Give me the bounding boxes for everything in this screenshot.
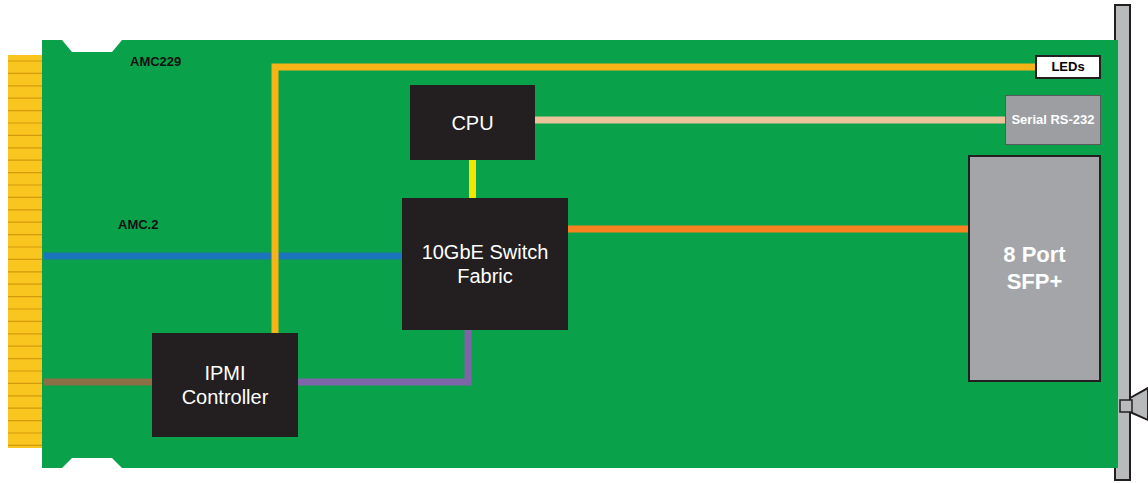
connector-finger [8, 445, 44, 446]
connector-finger [8, 160, 44, 161]
edge-connector [8, 55, 44, 448]
connector-finger [8, 432, 44, 433]
connector-finger [8, 408, 44, 409]
connector-finger [8, 122, 44, 123]
bus-label: AMC.2 [118, 217, 158, 232]
connector-finger [8, 135, 44, 136]
connector-body [8, 55, 44, 448]
ipmb-bus [44, 379, 154, 386]
connector-finger [8, 73, 44, 74]
connector-finger [8, 222, 44, 223]
sfp-cage: 8 Port SFP+ [968, 155, 1101, 382]
connector-finger [8, 346, 44, 347]
pcb [42, 40, 1118, 468]
sfp-link [568, 226, 968, 233]
connector-finger [8, 234, 44, 235]
switch-box: 10GbE Switch Fabric [402, 198, 568, 330]
connector-finger [8, 85, 44, 86]
ipmi-link [298, 330, 468, 382]
node-label: LEDs [1051, 59, 1084, 75]
node-label: IPMI Controller [165, 361, 285, 409]
ipmi-box: IPMI Controller [152, 333, 298, 437]
led-box: LEDs [1035, 55, 1101, 79]
connector-finger [8, 370, 44, 371]
node-label: CPU [451, 111, 493, 135]
handle-pivot [1120, 400, 1132, 412]
connector-finger [8, 333, 44, 334]
node-label: 8 Port SFP+ [990, 242, 1080, 295]
connector-finger [8, 271, 44, 272]
connector-finger [8, 395, 44, 396]
connector-finger [8, 259, 44, 260]
board-name: AMC229 [130, 54, 181, 69]
connector-finger [8, 308, 44, 309]
connector-finger [8, 321, 44, 322]
connector-finger [8, 358, 44, 359]
connector-finger [8, 383, 44, 384]
node-label: 10GbE Switch Fabric [410, 240, 560, 288]
amc2-bus [44, 253, 404, 260]
connector-finger [8, 172, 44, 173]
serial-port: Serial RS-232 [1005, 95, 1101, 145]
led-line [275, 67, 1035, 333]
connector-finger [8, 296, 44, 297]
connector-finger [8, 197, 44, 198]
connector-finger [8, 246, 44, 247]
connector-finger [8, 98, 44, 99]
connector-finger [8, 284, 44, 285]
connector-finger [8, 60, 44, 61]
connector-finger [8, 420, 44, 421]
cpu-box: CPU [410, 85, 535, 160]
connector-finger [8, 209, 44, 210]
connector-finger [8, 110, 44, 111]
cpu-link [469, 160, 476, 198]
node-label: Serial RS-232 [1011, 112, 1094, 128]
connector-finger [8, 147, 44, 148]
serial-line [535, 117, 1005, 124]
connector-finger [8, 184, 44, 185]
